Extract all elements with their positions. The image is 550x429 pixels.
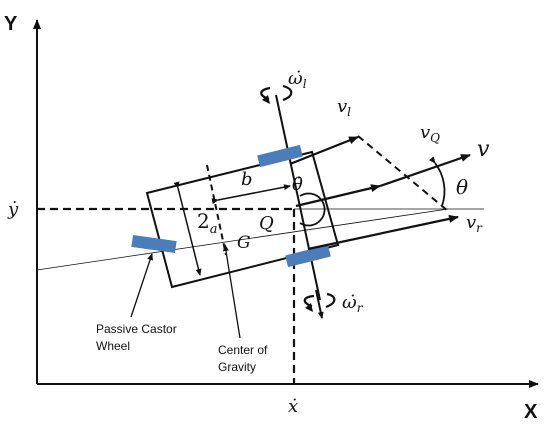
x-axis-label: X [524,401,538,423]
omega-l-arrowhead-icon [262,95,270,104]
two-a-label: 2a [197,209,218,237]
v-r-arrow [307,214,459,251]
castor-annotation-line2: Wheel [96,339,130,353]
q-label: Q [259,213,274,234]
cog-annotation-line1: Center of [218,343,268,357]
center-of-gravity-line [206,164,227,256]
b-dimension [211,184,291,205]
v-l-arrow [289,135,359,166]
castor-annotation-line1: Passive Castor [96,322,177,336]
robot-body [145,150,340,289]
cog-pointer-line [222,244,241,339]
v-label: v [477,137,490,162]
cog-annotation-line2: Gravity [218,360,256,374]
g-label: G [237,233,251,253]
wheel-axle-line [275,94,321,301]
theta-label: θ [456,175,468,199]
theta-dot-label: θ̇ [292,174,303,195]
x-dot-label: ẋ [288,396,298,417]
omega-r-axis-arrow [315,289,324,319]
v-q-label: vQ [420,122,440,145]
omega-r-label: ω̇r [342,292,364,315]
theta-angle-arc [428,156,446,207]
y-axis-label: Y [4,13,18,35]
theta-dot-arc [299,192,326,227]
v-arrow [379,153,471,188]
right-wheel [285,244,331,268]
v-q-arrow [295,184,381,208]
v-r-label: vr [466,212,483,235]
castor-wheel [131,234,177,254]
two-a-dimension [173,181,202,276]
b-label: b [241,169,253,190]
y-dot-label: ẏ [7,199,19,220]
heading-axis-line [36,208,449,271]
left-wheel [257,144,303,168]
v-l-label: vl [337,96,351,119]
omega-l-label: ω̇l [288,68,307,91]
omega-r-arrowhead-icon [305,303,313,312]
castor-pointer-line [130,253,153,318]
velocity-tip-connector [357,135,449,212]
